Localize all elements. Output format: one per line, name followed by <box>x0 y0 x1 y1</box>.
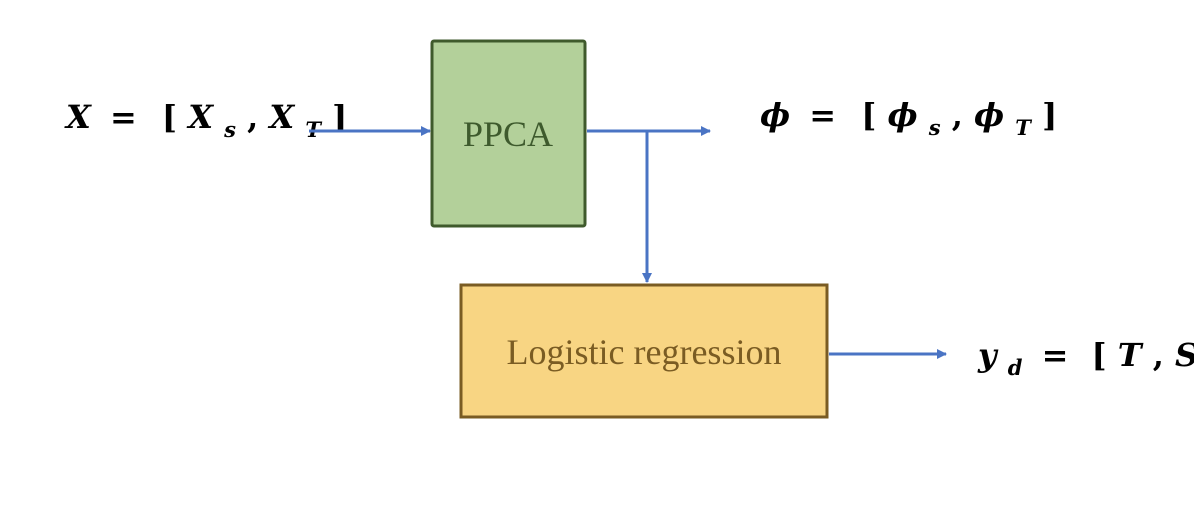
phi-var-a-subscript: s <box>928 115 941 140</box>
phi-equals: = <box>809 96 836 134</box>
phi-lhs: ϕ <box>760 96 790 134</box>
phi-formula: ϕ = [ ϕ s , ϕ T ] <box>760 96 1057 143</box>
output-var-b: S <box>1175 336 1194 374</box>
logistic-box <box>459 283 829 419</box>
output-open-bracket: [ <box>1092 336 1107 374</box>
ppca-label: PPCA <box>463 114 553 154</box>
output-formula: y d = [ T , S ] <box>977 336 1194 383</box>
logistic-label: Logistic regression <box>507 332 782 372</box>
output-var-a: T <box>1118 336 1144 374</box>
output-comma: , <box>1153 336 1164 374</box>
input-open-bracket: [ <box>162 98 177 136</box>
phi-var-b-subscript: T <box>1015 115 1032 140</box>
logistic-node: Logistic regression <box>459 283 829 419</box>
phi-close-bracket: ] <box>1042 96 1057 134</box>
phi-comma: , <box>952 96 963 134</box>
input-var-a: X <box>186 98 214 136</box>
phi-var-a: ϕ <box>888 96 918 134</box>
input-equals: = <box>110 98 137 136</box>
output-lhs: y <box>977 336 999 374</box>
input-var-b: X <box>267 98 295 136</box>
output-lhs-subscript: d <box>1008 355 1023 380</box>
ppca-box <box>430 39 587 228</box>
ppca-node: PPCA <box>430 39 587 228</box>
input-close-bracket: ] <box>332 98 347 136</box>
input-formula: X = [ X s , X T ] <box>64 98 347 145</box>
phi-var-b: ϕ <box>974 96 1004 134</box>
output-equals: = <box>1042 336 1069 374</box>
input-var-a-subscript: s <box>223 117 236 142</box>
phi-open-bracket: [ <box>861 96 876 134</box>
input-comma: , <box>247 98 258 136</box>
input-lhs: X <box>64 98 92 136</box>
